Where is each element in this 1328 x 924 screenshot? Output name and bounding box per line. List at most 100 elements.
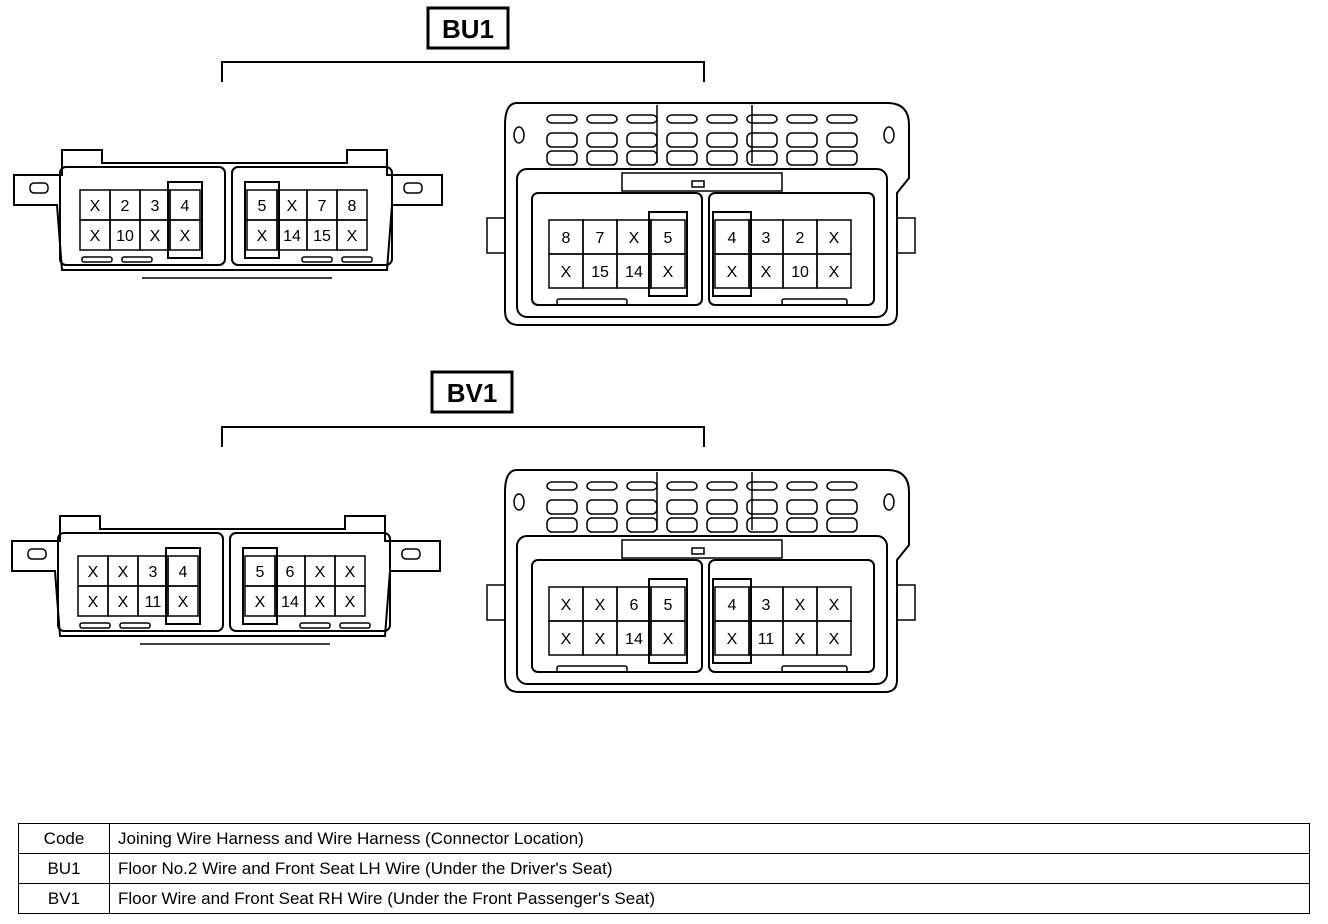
pin-cell xyxy=(336,219,368,251)
pin-keyway xyxy=(244,181,280,259)
pin-keyway xyxy=(648,578,688,664)
pin-label: X xyxy=(345,564,356,581)
rib xyxy=(626,481,658,491)
rib xyxy=(586,517,618,533)
inner-frame xyxy=(516,535,888,685)
rib xyxy=(546,481,578,491)
rib xyxy=(706,114,738,124)
rib xyxy=(706,150,738,166)
pin-label: X xyxy=(88,594,99,611)
connector-bracket xyxy=(221,426,705,447)
rib xyxy=(586,150,618,166)
rib xyxy=(746,481,778,491)
rib xyxy=(786,499,818,515)
rib xyxy=(706,481,738,491)
pin-label: X xyxy=(829,631,840,648)
inner-frame xyxy=(516,168,888,318)
pin-label: 5 xyxy=(258,198,267,215)
side-tab xyxy=(486,217,506,254)
latch-tab xyxy=(691,180,705,188)
pin-label: X xyxy=(795,631,806,648)
legend-row-code: BU1 xyxy=(18,853,110,884)
pin-label: 3 xyxy=(151,198,160,215)
pin-label: 11 xyxy=(145,594,162,611)
rib xyxy=(746,517,778,533)
rib xyxy=(746,132,778,148)
legend-header-desc: Joining Wire Harness and Wire Harness (C… xyxy=(109,823,1310,854)
connector-legend-table: Code Joining Wire Harness and Wire Harne… xyxy=(18,823,1310,914)
pin-cell xyxy=(650,253,686,289)
rib xyxy=(546,114,578,124)
pin-label: 6 xyxy=(630,597,639,614)
pin-label: 4 xyxy=(728,597,737,614)
pin-label: 3 xyxy=(149,564,158,581)
mount-hole xyxy=(513,126,525,144)
pin-label: X xyxy=(727,631,738,648)
pin-cell xyxy=(816,620,852,656)
latch-bar xyxy=(621,172,783,192)
rib xyxy=(786,517,818,533)
pin-label: X xyxy=(255,594,266,611)
rib xyxy=(706,132,738,148)
pin-keyway xyxy=(167,181,203,259)
mount-hole xyxy=(883,126,895,144)
connector-code-box xyxy=(426,6,510,50)
pin-label: 7 xyxy=(318,198,327,215)
latch xyxy=(301,256,333,263)
pin-label: X xyxy=(629,230,640,247)
pin-keyway xyxy=(242,547,278,625)
pin-label: X xyxy=(761,264,772,281)
pin-label: 14 xyxy=(281,594,299,611)
side-tab xyxy=(486,584,506,621)
mount-hole xyxy=(401,548,421,560)
pin-label: X xyxy=(727,264,738,281)
latch xyxy=(341,256,373,263)
latch xyxy=(781,298,848,306)
rib xyxy=(746,150,778,166)
cavity-left xyxy=(59,166,226,266)
pin-label: 4 xyxy=(728,230,737,247)
connector-bracket xyxy=(221,61,705,82)
rib xyxy=(786,481,818,491)
rib xyxy=(706,517,738,533)
pin-label: 4 xyxy=(181,198,190,215)
pin-label: X xyxy=(150,228,161,245)
pin-keyway xyxy=(712,211,752,297)
pin-keyway xyxy=(648,211,688,297)
legend-header-row: Code Joining Wire Harness and Wire Harne… xyxy=(18,823,1310,854)
rib xyxy=(626,150,658,166)
pin-label: 2 xyxy=(796,230,805,247)
rib xyxy=(586,132,618,148)
pin-cell xyxy=(169,219,201,251)
pin-label: X xyxy=(345,594,356,611)
cavity-right xyxy=(229,532,391,632)
rib xyxy=(826,114,858,124)
pin-label: X xyxy=(561,597,572,614)
pin-label: 5 xyxy=(664,597,673,614)
pin-label: X xyxy=(315,564,326,581)
rib xyxy=(666,481,698,491)
latch xyxy=(556,298,628,306)
male-connector-housing xyxy=(504,469,910,693)
pin-cell xyxy=(334,585,366,617)
pin-label: 2 xyxy=(121,198,130,215)
pin-label: 8 xyxy=(348,198,357,215)
rib xyxy=(546,132,578,148)
pin-keyway xyxy=(712,578,752,664)
rib xyxy=(666,150,698,166)
rib xyxy=(626,517,658,533)
rib xyxy=(826,517,858,533)
male-connector-housing xyxy=(504,102,910,326)
rib xyxy=(706,499,738,515)
pin-label: 10 xyxy=(116,228,134,245)
pin-label: 11 xyxy=(758,631,775,648)
pin-label: 8 xyxy=(562,230,571,247)
pin-label: 5 xyxy=(256,564,265,581)
pin-label: X xyxy=(315,594,326,611)
rib xyxy=(786,132,818,148)
pin-cell xyxy=(650,620,686,656)
